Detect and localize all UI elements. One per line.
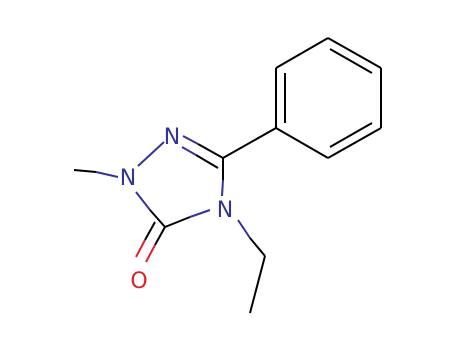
ethyl-c-c-bond [249,255,266,314]
c5-o-double-bond-a-colored [145,244,156,263]
c3-n2-double-bond-b [195,154,219,169]
phenyl-bond [327,37,382,69]
n4-ethyl-bond-colored [237,219,251,239]
c3-n2-double-bond-b-colored [181,146,197,156]
c5-o-double-bond-b-colored [135,239,146,258]
n1-c5-bond-colored [135,191,151,211]
n1-methyl-bond-colored [95,171,119,178]
phenyl-bond [327,127,382,159]
phenyl-ring [275,37,382,159]
phenyl-bond [275,37,329,69]
n2-n1-bond [137,141,165,167]
atom-label-n-ethyl: N [217,198,233,223]
c5-o-double-bond-b [144,221,156,241]
c5-n4-bond [164,216,191,228]
aryl-bond [222,127,277,159]
phenyl-bond [275,127,329,159]
n4-c3-bond-colored [221,179,224,197]
c5-o-double-bond-a [154,226,166,246]
c3-n2-double-bond-a-colored [182,135,199,145]
atom-label-n-ring: N [164,125,180,150]
phenyl-double-bond [329,48,373,74]
atom-label-o-carbonyl: O [130,269,147,294]
c3-n2-double-bond-a [197,143,224,159]
atom-label-n-methyl: N [120,166,136,191]
c5-n4-bond-colored [189,209,211,218]
n1-c5-bond [149,209,166,228]
n4-ethyl-bond [249,237,266,257]
n1-methyl-bond [73,169,97,173]
phenyl-double-bond [329,122,373,148]
